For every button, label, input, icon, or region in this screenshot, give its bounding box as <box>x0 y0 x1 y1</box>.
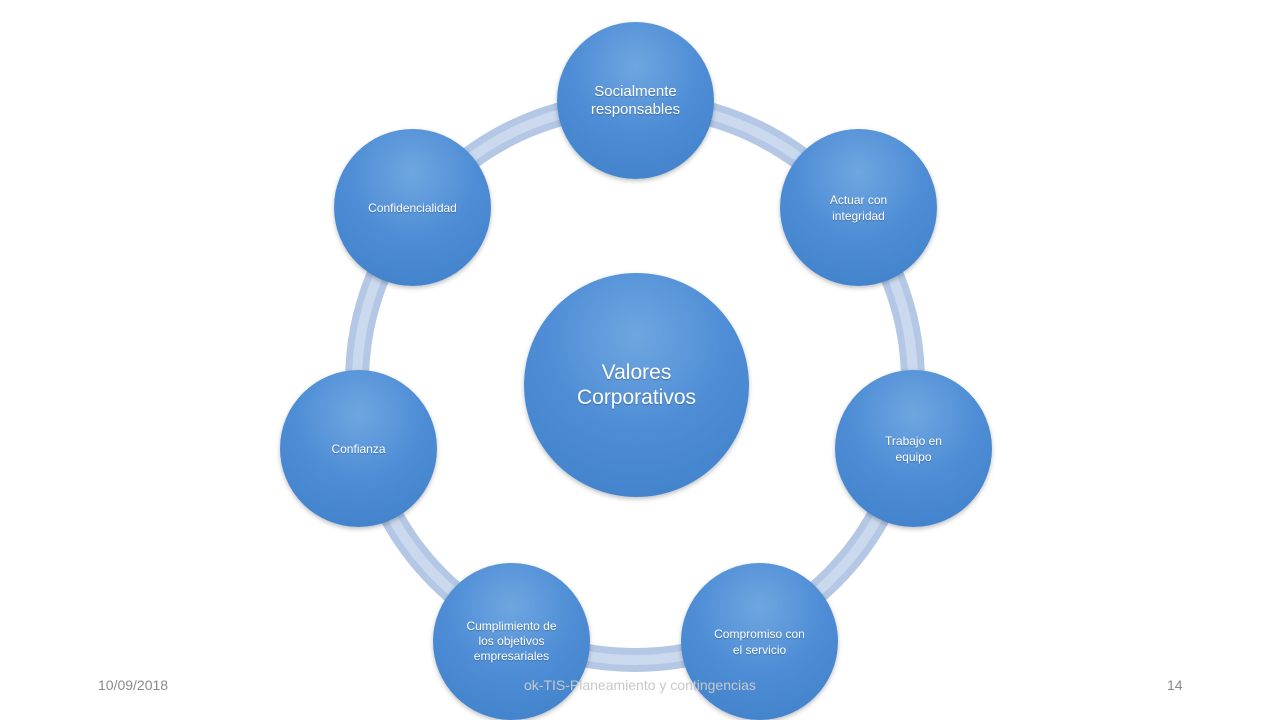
node-label: Cumplimiento de los objetivos empresaria… <box>466 619 557 663</box>
footer-page-number: 14 <box>1167 677 1183 693</box>
node-label: Trabajo en equipo <box>885 433 942 464</box>
node-trabajo-en-equipo: Trabajo en equipo <box>835 370 992 527</box>
node-label: Compromiso con el servicio <box>714 626 805 657</box>
node-label: Socialmente responsables <box>590 82 681 118</box>
node-confidencialidad: Confidencialidad <box>334 129 491 286</box>
node-label: Actuar con integridad <box>829 192 888 223</box>
node-label: Confianza <box>331 441 386 456</box>
node-compromiso-con-el-servicio: Compromiso con el servicio <box>681 563 838 720</box>
node-socialmente-responsables: Socialmente responsables <box>557 22 714 179</box>
node-label: Confidencialidad <box>368 200 457 215</box>
center-node-valores-corporativos: Valores Corporativos <box>524 273 749 497</box>
footer-course: ok-TIS-Planeamiento y contingencias <box>524 677 756 693</box>
node-confianza: Confianza <box>280 370 437 527</box>
footer-date: 10/09/2018 <box>98 677 169 693</box>
center-node-label: Valores Corporativos <box>576 361 697 409</box>
node-cumplimiento-objetivos: Cumplimiento de los objetivos empresaria… <box>433 563 590 720</box>
node-actuar-con-integridad: Actuar con integridad <box>780 129 937 286</box>
